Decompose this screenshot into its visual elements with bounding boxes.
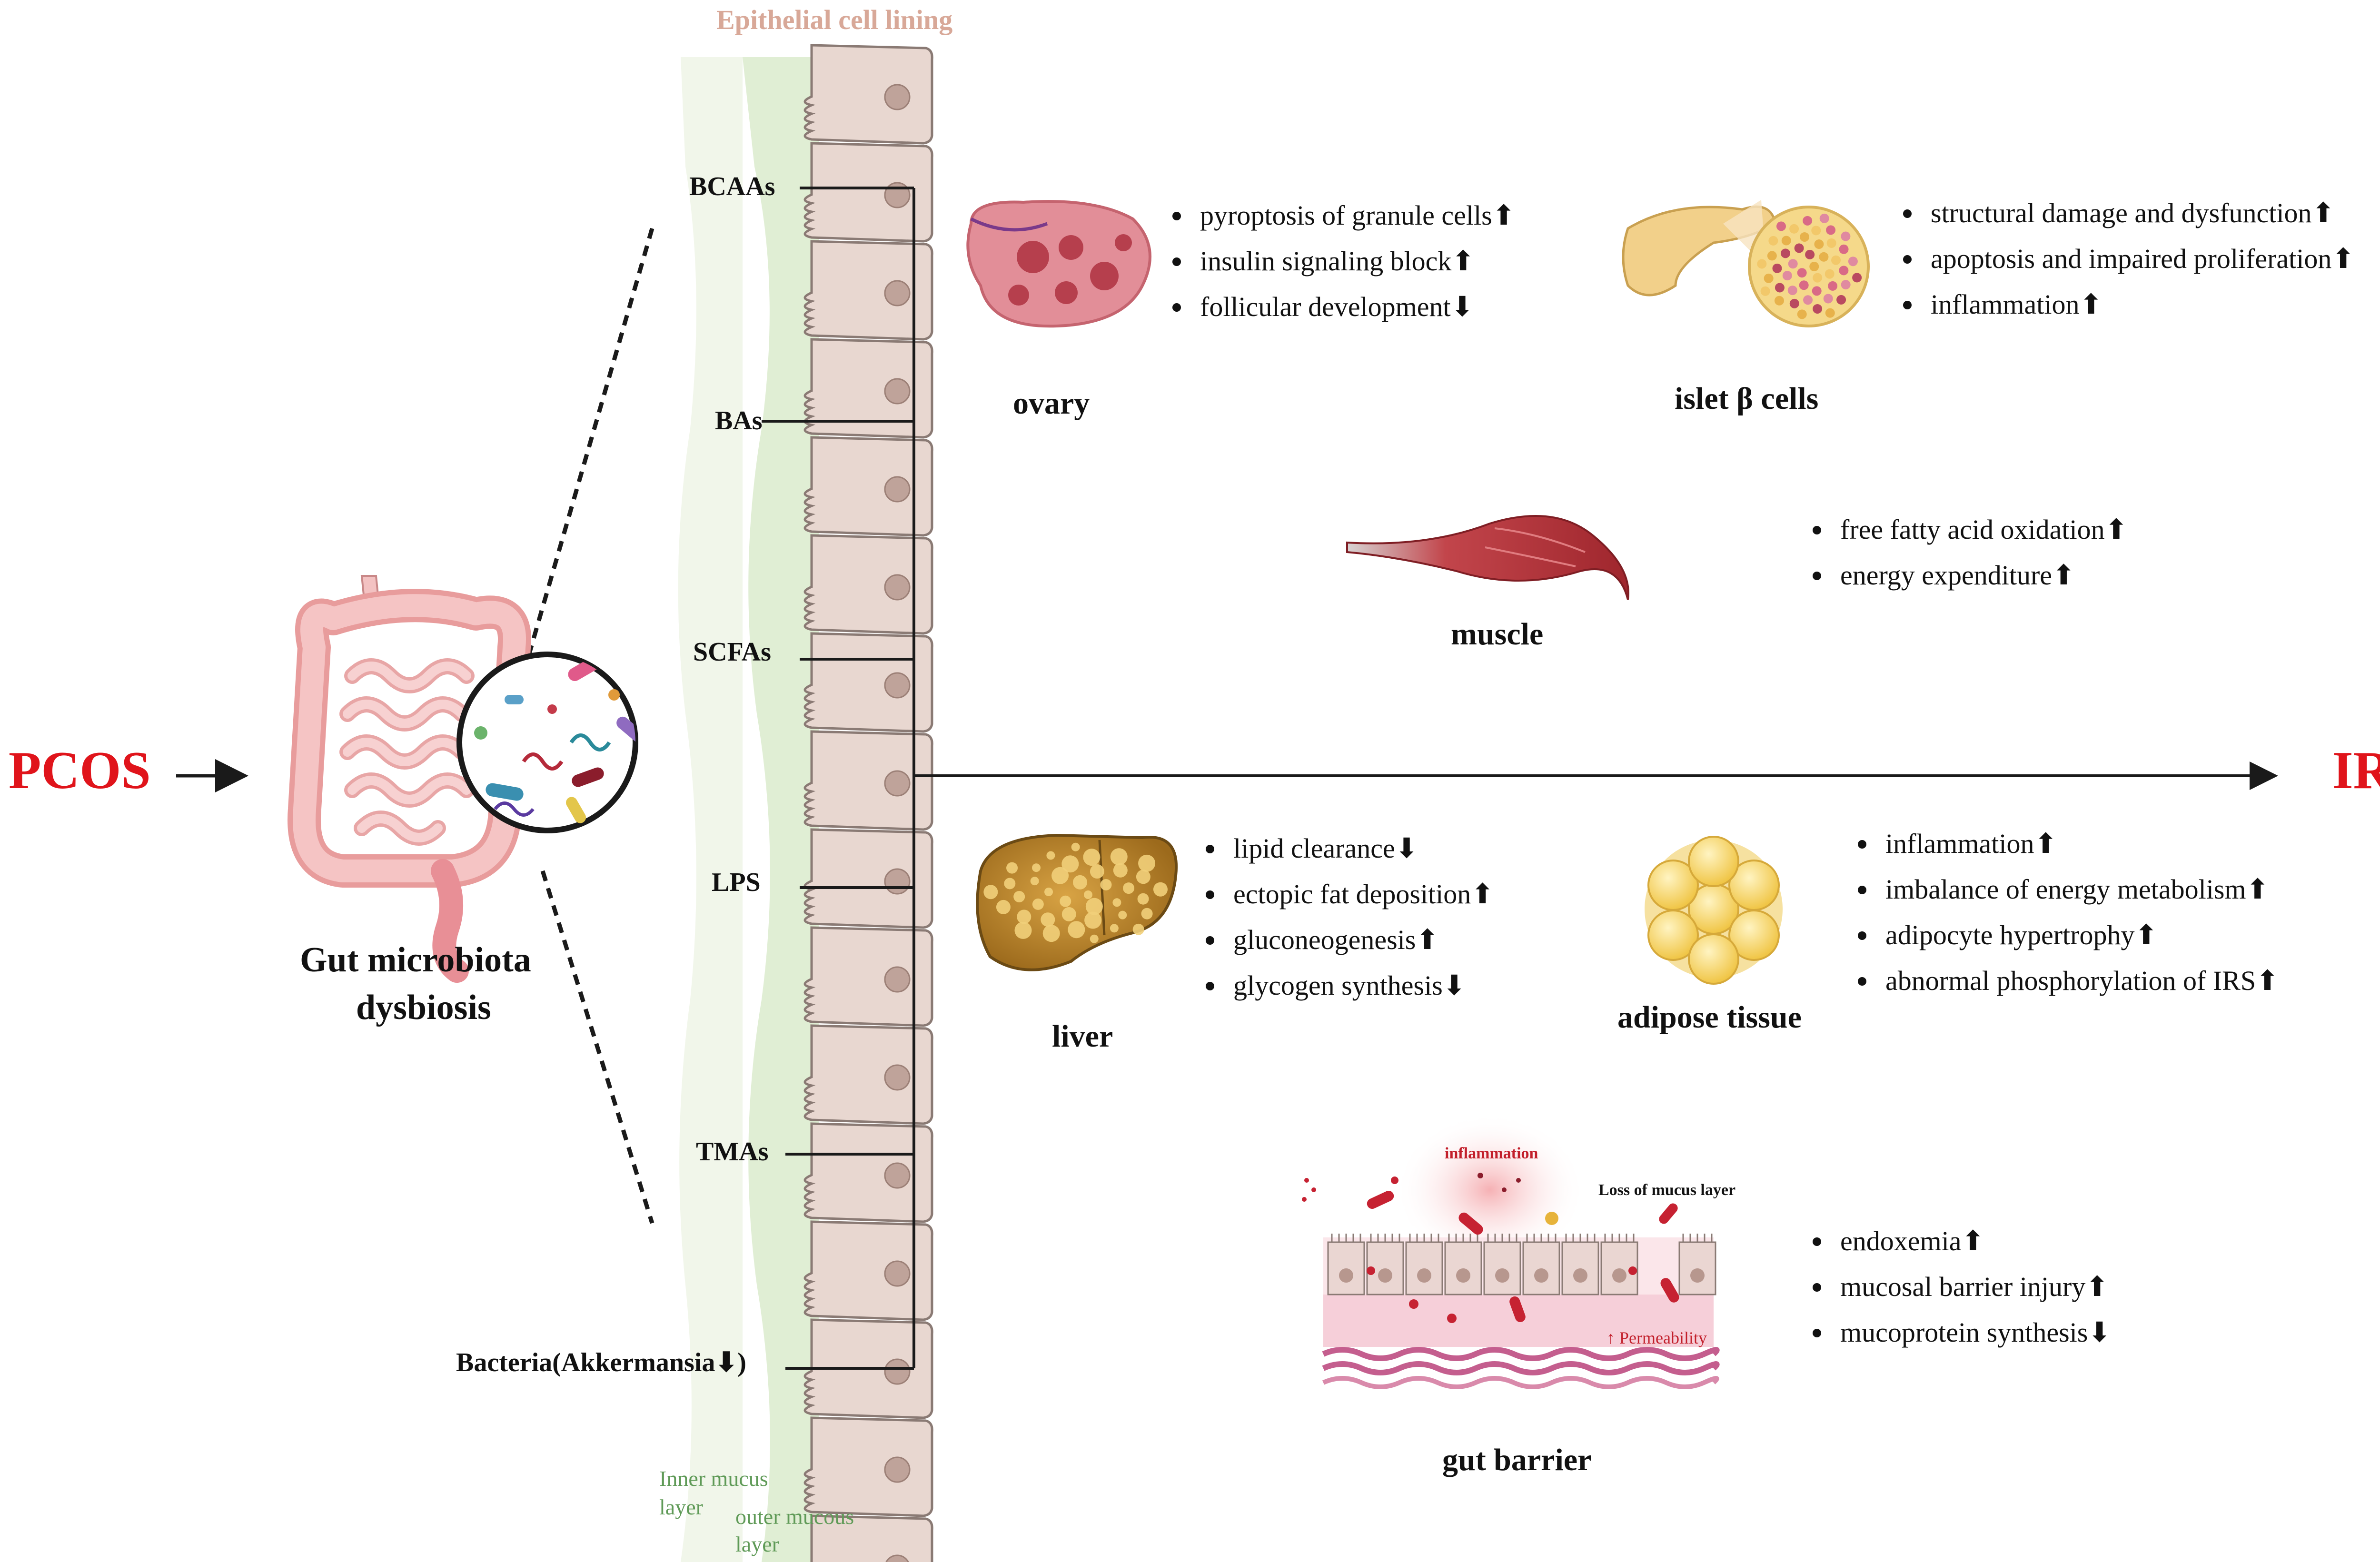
epithelial-cell [803,240,933,341]
gut-barrier-effects: endoxemia⬆ mucosal barrier injury⬆ mucop… [1809,1218,2111,1355]
muscle-label: muscle [1451,617,1544,652]
adipose-effects: inflammation⬆ imbalance of energy metabo… [1854,821,2279,1004]
epithelial-cell [803,1416,933,1517]
inset-inflammation-label: inflammation [1445,1145,1538,1162]
liver-effect-item: glycogen synthesis⬇ [1202,963,1494,1008]
ovary-effect-item: insulin signaling block⬆ [1169,238,1515,284]
metabolite-tmas: TMAs [696,1137,769,1167]
barrier-cell [1561,1234,1599,1295]
gut-label-line1: Gut microbiota [300,940,531,979]
gut-barrier-label: gut barrier [1442,1443,1592,1477]
muscle-effect-item: free fatty acid oxidation⬆ [1809,507,2128,553]
adipose-illustration [1645,836,1783,985]
liver-label: liver [1052,1019,1113,1054]
metabolite-lps: LPS [712,868,761,897]
pcos-title: PCOS [9,741,151,800]
liver-effect-item: ectopic fat deposition⬆ [1202,871,1494,917]
islet-effect-item: apoptosis and impaired proliferation⬆ [1899,236,2355,282]
barrier-cell [1600,1234,1638,1295]
ovary-label: ovary [1013,386,1090,421]
barrier-cell [1366,1234,1404,1295]
epithelial-cell [803,730,933,831]
adipose-effect-item: imbalance of energy metabolism⬆ [1854,867,2279,912]
ovary-effect-item: pyroptosis of granule cells⬆ [1169,193,1515,238]
inner-mucus-layer [743,57,819,1562]
mucus-layers [678,57,819,1562]
liver-illustration [976,833,1178,971]
islet-effects: structural damage and dysfunction⬆ apopt… [1899,190,2355,327]
epithelial-cell [803,534,933,635]
liver-effect-item: gluconeogenesis⬆ [1202,917,1494,963]
muscle-effect-item: energy expenditure⬆ [1809,553,2128,598]
epithelial-cell [803,44,933,145]
metabolite-bracket [762,187,915,1370]
intestine-illustration [288,575,531,983]
barrier-cell [1522,1234,1560,1295]
inset-mucus-loss-label: Loss of mucus layer [1598,1181,1736,1199]
barrier-cell [1678,1234,1716,1295]
muscle-effects: free fatty acid oxidation⬆ energy expend… [1809,507,2128,598]
inner-mucus-label-line2: layer [659,1495,703,1519]
outer-mucus-label-line1: outer mucous [735,1504,854,1529]
epithelial-cell [810,1514,933,1562]
epithelial-cell [803,338,933,439]
outer-mucus-layer [678,57,743,1562]
gut-barrier-illustration [1302,1114,1720,1389]
islet-effect-item: structural damage and dysfunction⬆ [1899,190,2355,236]
barrier-cell [1444,1234,1482,1295]
ovary-illustration [966,200,1151,328]
islet-effect-item: inflammation⬆ [1899,282,2355,327]
liver-effects: lipid clearance⬇ ectopic fat deposition⬆… [1202,826,1494,1008]
islet-label: islet β cells [1675,381,1819,416]
epithelial-header: Epithelial cell lining [716,4,953,35]
barrier-cell [1483,1234,1521,1295]
barrier-cell [1327,1234,1365,1295]
adipose-effect-item: abnormal phosphorylation of IRS⬆ [1854,958,2279,1004]
outer-mucus-label-line2: layer [735,1532,779,1556]
zoom-line-top [526,227,654,658]
gut-barrier-effect-item: mucoprotein synthesis⬇ [1809,1310,2111,1355]
barrier-cell [1405,1234,1443,1295]
ovary-effect-item: follicular development⬇ [1169,284,1515,330]
ir-title: IR [2332,741,2380,800]
metabolite-bacteria: Bacteria(Akkermansia⬇) [456,1348,746,1377]
epithelial-cell [803,1220,933,1321]
adipose-effect-item: adipocyte hypertrophy⬆ [1854,912,2279,958]
muscle-illustration [1346,515,1629,600]
adipose-label: adipose tissue [1617,1000,1802,1035]
metabolite-bcaas: BCAAs [689,172,775,201]
epithelial-cell [803,828,933,929]
gut-barrier-effect-item: mucosal barrier injury⬆ [1809,1264,2111,1310]
liver-effect-item: lipid clearance⬇ [1202,826,1494,871]
ovary-effects: pyroptosis of granule cells⬆ insulin sig… [1169,193,1515,330]
inset-permeability-label: ↑ Permeability [1606,1328,1707,1347]
epithelial-cell [803,1024,933,1125]
gut-barrier-effect-item: endoxemia⬆ [1809,1218,2111,1264]
islet-cells-illustration [1748,206,1870,327]
epithelial-cell [803,1122,933,1223]
adipose-effect-item: inflammation⬆ [1854,821,2279,867]
metabolite-bas: BAs [715,406,763,435]
epithelial-cell [803,926,933,1027]
gut-label-line2: dysbiosis [356,988,491,1027]
zoom-line-bottom [540,870,654,1224]
epithelial-cell [803,436,933,537]
inner-mucus-label-line1: Inner mucus [659,1466,768,1491]
microbiota-magnifier [456,652,638,833]
metabolite-scfas: SCFAs [693,637,771,667]
